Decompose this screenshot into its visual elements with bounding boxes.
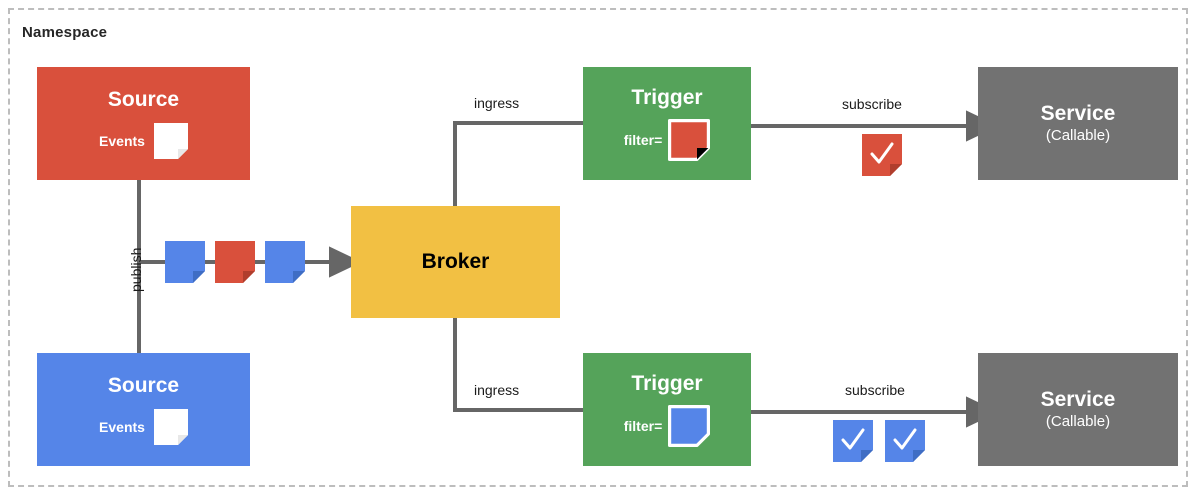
service-bottom-subtitle: (Callable): [1045, 412, 1111, 430]
namespace-boundary: [8, 8, 1188, 487]
source-top-title: Source: [107, 88, 180, 112]
delivered-docs-bottom: [833, 420, 925, 467]
node-service-top[interactable]: Service (Callable): [978, 67, 1178, 180]
node-broker[interactable]: Broker: [351, 206, 560, 318]
edge-label-subscribe-bottom: subscribe: [845, 382, 905, 398]
event-stream-group: [165, 241, 305, 288]
service-top-subtitle: (Callable): [1045, 126, 1111, 144]
event-document-icon: [165, 241, 205, 283]
event-document-icon: [215, 241, 255, 283]
source-bottom-events-row: Events: [99, 408, 188, 445]
trigger-bottom-title: Trigger: [631, 372, 703, 396]
event-document-icon: [153, 122, 188, 159]
trigger-top-filter-row: filter=: [623, 118, 711, 161]
source-bottom-title: Source: [107, 374, 180, 398]
service-top-title: Service: [1040, 102, 1116, 126]
trigger-top-title: Trigger: [631, 86, 703, 110]
checked-event-document-icon: [862, 134, 902, 176]
node-source-top[interactable]: Source Events: [37, 67, 250, 180]
filter-document-icon: [668, 404, 711, 447]
trigger-bottom-filter-row: filter=: [623, 404, 711, 447]
event-document-icon: [153, 408, 188, 445]
trigger-top-filter-label: filter=: [623, 131, 663, 148]
trigger-bottom-filter-label: filter=: [623, 417, 663, 434]
edge-label-ingress-bottom: ingress: [474, 382, 520, 398]
namespace-title: Namespace: [22, 24, 108, 41]
service-bottom-title: Service: [1040, 388, 1116, 412]
edge-label-subscribe-top: subscribe: [842, 96, 902, 112]
filter-document-icon: [668, 118, 711, 161]
checked-event-document-icon: [833, 420, 873, 462]
edge-label-ingress-top: ingress: [474, 95, 520, 111]
source-top-events-label: Events: [99, 132, 145, 149]
event-document-icon: [265, 241, 305, 283]
node-trigger-bottom[interactable]: Trigger filter=: [583, 353, 751, 466]
node-trigger-top[interactable]: Trigger filter=: [583, 67, 751, 180]
source-bottom-events-label: Events: [99, 418, 145, 435]
delivered-docs-top: [862, 134, 902, 181]
checked-event-document-icon: [885, 420, 925, 462]
edge-label-publish: publish: [128, 247, 144, 292]
source-top-events-row: Events: [99, 122, 188, 159]
broker-title: Broker: [421, 250, 490, 274]
node-source-bottom[interactable]: Source Events: [37, 353, 250, 466]
node-service-bottom[interactable]: Service (Callable): [978, 353, 1178, 466]
